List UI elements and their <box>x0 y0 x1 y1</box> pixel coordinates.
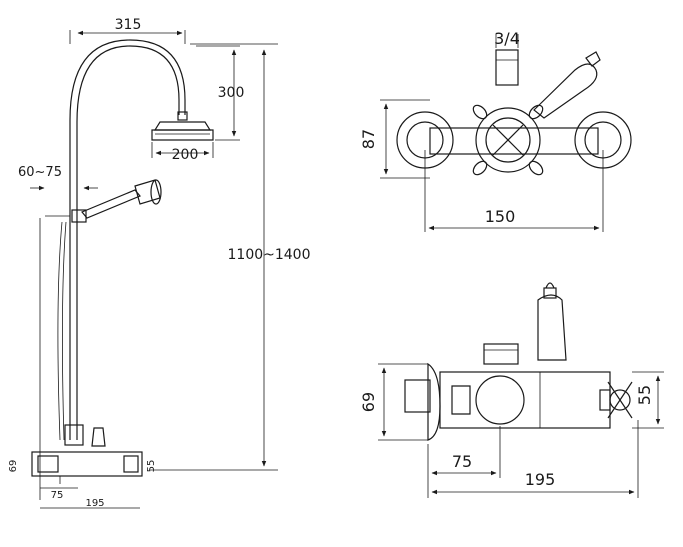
dim-body-height: 69 <box>359 392 378 412</box>
valve-front-view: 3/4 87 150 <box>359 29 632 232</box>
dim-inlet-size: 3/4 <box>494 29 520 48</box>
shower-kit-side-view: 315 300 200 60~75 1100~1400 69 55 75 195 <box>8 17 311 509</box>
dim-small-body-height: 69 <box>8 460 19 473</box>
dim-outlet-offset: 75 <box>452 452 472 471</box>
dim-overall-width: 195 <box>525 470 556 489</box>
hand-shower <box>71 179 162 223</box>
riser-pipe <box>69 39 186 440</box>
dim-body-right-height: 55 <box>635 385 654 405</box>
shower-head-rose <box>151 111 214 141</box>
dim-arm-reach: 315 <box>115 17 142 33</box>
valve-body-small <box>31 424 143 484</box>
dim-head-drop: 300 <box>218 85 245 101</box>
riser-pipe-inner <box>76 45 180 440</box>
dim-centres: 150 <box>485 207 516 226</box>
dim-small-spout: 75 <box>51 490 64 501</box>
dim-eccentric-height: 87 <box>359 129 378 149</box>
dim-riser-height: 1100~1400 <box>228 247 311 263</box>
shower-hose <box>57 221 63 441</box>
valve-top-view: 69 55 75 195 <box>359 282 664 498</box>
dim-head-diameter: 200 <box>172 147 199 163</box>
dim-small-right-height: 55 <box>146 460 157 473</box>
dim-small-width: 195 <box>85 498 104 509</box>
dim-wall-offset: 60~75 <box>18 165 62 180</box>
